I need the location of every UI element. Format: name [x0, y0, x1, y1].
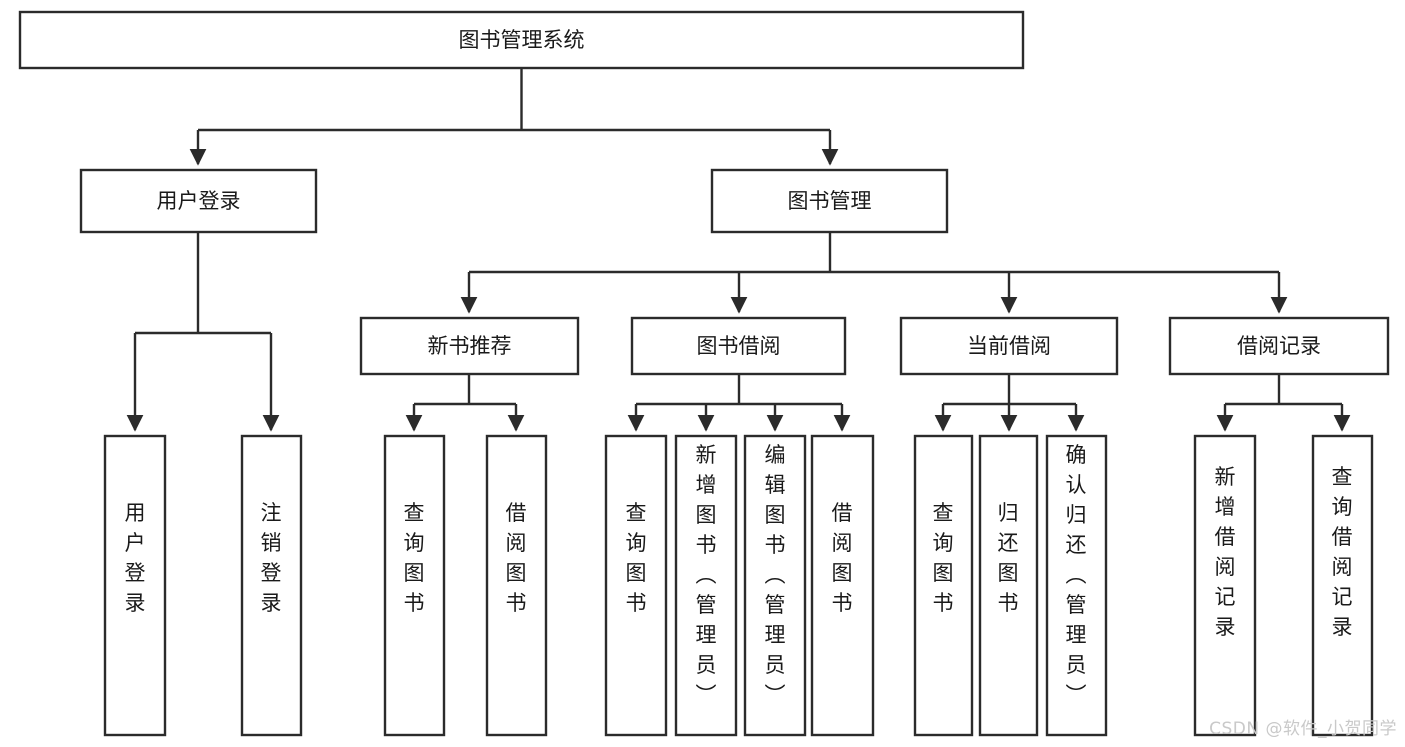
node-book-manage[interactable]: 图书管理 [710, 168, 949, 234]
node-user-login-label: 用户登录 [157, 189, 241, 213]
leaf-user-login-1-label: 用户登录 [125, 501, 146, 615]
csdn-watermark: CSDN @软件_小贺同学 [1209, 719, 1397, 739]
leaf-user-login-1[interactable]: 用户登录 [103, 434, 167, 737]
leaf-borrow-record-2[interactable]: 查询借阅记录 [1311, 434, 1374, 737]
leaf-current-borrow-3-box [1045, 434, 1108, 737]
leaf-book-borrow-2-box [674, 434, 738, 737]
node-book-borrow-box [630, 316, 847, 376]
node-book-manage-label: 图书管理 [788, 189, 872, 213]
node-borrow-record-box [1168, 316, 1390, 376]
leaf-user-login-2[interactable]: 注销登录 [240, 434, 303, 737]
leaf-book-borrow-1-box [604, 434, 668, 737]
leaf-new-book-1[interactable]: 查询图书 [383, 434, 446, 737]
node-borrow-record[interactable]: 借阅记录 [1168, 316, 1390, 376]
leaf-book-borrow-1[interactable]: 查询图书 [604, 434, 668, 737]
leaf-borrow-record-2-label: 查询借阅记录 [1332, 465, 1353, 639]
leaf-current-borrow-3[interactable]: 确认归还︵管理员︶ [1045, 434, 1108, 737]
leaf-book-borrow-3[interactable]: 编辑图书︵管理员︶ [743, 434, 807, 737]
node-user-login[interactable]: 用户登录 [79, 168, 318, 234]
node-user-login-box [79, 168, 318, 234]
leaf-current-borrow-1-label: 查询图书 [933, 501, 954, 615]
leaf-new-book-2-label: 借阅图书 [506, 501, 527, 615]
leaf-borrow-record-1[interactable]: 新增借阅记录 [1193, 434, 1257, 737]
node-current-borrow-label: 当前借阅 [967, 334, 1051, 358]
leaf-user-login-2-label: 注销登录 [261, 501, 282, 615]
leaf-book-borrow-2-label: 新增图书︵管理员︶ [696, 443, 717, 707]
leaf-user-login-2-box [240, 434, 303, 737]
leaf-new-book-2-box [485, 434, 548, 737]
leaf-current-borrow-1[interactable]: 查询图书 [913, 434, 974, 737]
leaf-book-borrow-4-label: 借阅图书 [832, 501, 853, 615]
leaf-book-borrow-1-label: 查询图书 [626, 501, 647, 615]
leaf-book-borrow-3-box [743, 434, 807, 737]
leaf-user-login-1-box [103, 434, 167, 737]
node-book-borrow[interactable]: 图书借阅 [630, 316, 847, 376]
leaf-book-borrow-4-box [810, 434, 875, 737]
node-current-borrow[interactable]: 当前借阅 [899, 316, 1119, 376]
leaf-new-book-1-box [383, 434, 446, 737]
node-borrow-record-label: 借阅记录 [1237, 334, 1321, 358]
node-current-borrow-box [899, 316, 1119, 376]
node-new-book-recommend-label: 新书推荐 [428, 334, 512, 358]
leaf-book-borrow-2[interactable]: 新增图书︵管理员︶ [674, 434, 738, 737]
connector-layer [126, 68, 1351, 432]
leaf-new-book-1-label: 查询图书 [404, 501, 425, 615]
node-new-book-recommend[interactable]: 新书推荐 [359, 316, 580, 376]
leaf-book-borrow-3-label: 编辑图书︵管理员︶ [765, 443, 786, 707]
leaf-book-borrow-4[interactable]: 借阅图书 [810, 434, 875, 737]
node-root-box [18, 10, 1025, 70]
node-new-book-recommend-box [359, 316, 580, 376]
node-book-manage-box [710, 168, 949, 234]
leaf-borrow-record-2-box [1311, 434, 1374, 737]
leaf-current-borrow-2-label: 归还图书 [998, 501, 1019, 615]
node-book-borrow-label: 图书借阅 [697, 334, 781, 358]
leaf-current-borrow-2-box [978, 434, 1039, 737]
node-root-label: 图书管理系统 [459, 28, 585, 52]
node-root[interactable]: 图书管理系统 [18, 10, 1025, 70]
leaf-new-book-2[interactable]: 借阅图书 [485, 434, 548, 737]
leaf-borrow-record-1-box [1193, 434, 1257, 737]
leaf-current-borrow-2[interactable]: 归还图书 [978, 434, 1039, 737]
leaf-borrow-record-1-label: 新增借阅记录 [1215, 465, 1236, 639]
leaf-current-borrow-1-box [913, 434, 974, 737]
leaf-current-borrow-3-label: 确认归还︵管理员︶ [1066, 443, 1087, 707]
